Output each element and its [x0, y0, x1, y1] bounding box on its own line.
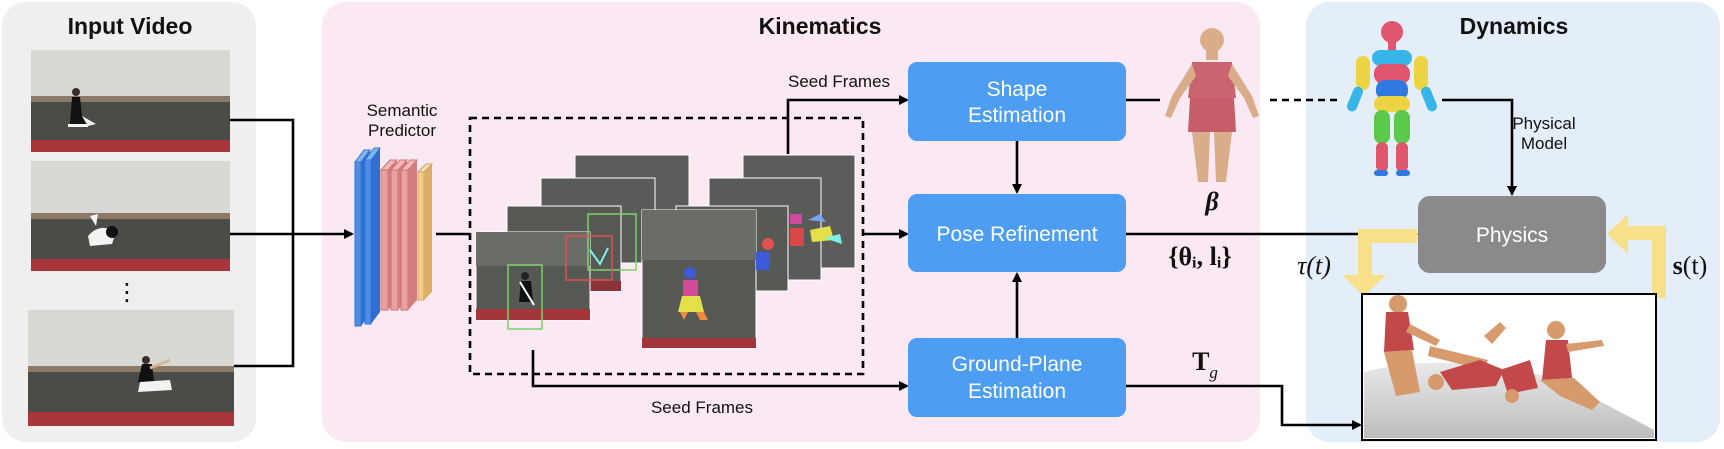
input-frame-3 — [28, 310, 234, 426]
input-video-title: Input Video — [68, 13, 193, 39]
seed-frames-top-arrow — [786, 95, 909, 154]
tg-symbol-main: T — [1192, 347, 1209, 376]
shape-estimation-block: Shape Estimation — [908, 62, 1126, 141]
pose-refinement-block: Pose Refinement — [908, 194, 1126, 272]
frame-stack-bbox — [475, 154, 690, 330]
physical-model-figure — [1347, 21, 1437, 176]
physics-label: Physics — [1476, 224, 1548, 247]
theta-l-symbol: {θᵢ, lᵢ} — [1168, 242, 1232, 271]
seed-frames-bottom-label: Seed Frames — [651, 398, 753, 417]
beta-symbol: β — [1204, 187, 1219, 216]
physical-model-label-2: Model — [1521, 134, 1567, 153]
ground-plane-label-1: Ground-Plane — [952, 353, 1083, 376]
seed-frames-top-label: Seed Frames — [788, 72, 890, 91]
tg-symbol-sub: g — [1209, 363, 1218, 382]
seed-frames-bottom-arrow — [531, 350, 909, 391]
physical-model-label-1: Physical — [1512, 114, 1575, 133]
simulation-result-image — [1361, 293, 1657, 441]
physical-model-to-physics-arrow — [1442, 98, 1517, 196]
tau-symbol: τ(t) — [1297, 251, 1331, 280]
frames-ellipsis: ⋮ — [115, 278, 139, 306]
shape-estimation-label-2: Estimation — [968, 104, 1066, 127]
frame-stack-segmentation — [641, 154, 856, 349]
pose-refinement-label: Pose Refinement — [936, 223, 1097, 246]
s-symbol-rest: (t) — [1683, 251, 1708, 280]
semantic-predictor-label-1: Semantic — [367, 101, 438, 120]
physics-block: Physics — [1418, 196, 1606, 273]
ground-plane-label-2: Estimation — [968, 380, 1066, 403]
input-frame-1 — [31, 50, 230, 152]
body-shape-figure — [1165, 28, 1259, 182]
segmented-frames-box — [468, 116, 865, 376]
tau-feedback-arrow — [1342, 229, 1417, 296]
s-symbol: s(t) — [1673, 251, 1708, 280]
s-symbol-bold: s — [1673, 251, 1683, 280]
input-merge-arrow — [230, 118, 352, 368]
ground-plane-estimation-block: Ground-Plane Estimation — [908, 338, 1126, 417]
semantic-predictor-network — [354, 147, 434, 327]
tg-symbol: Tg — [1192, 347, 1218, 382]
shape-estimation-label-1: Shape — [987, 78, 1048, 101]
input-frame-2 — [31, 161, 230, 271]
ground-to-simulation-arrow — [1126, 384, 1362, 430]
s-feedback-arrow — [1607, 214, 1666, 298]
semantic-predictor-label-2: Predictor — [368, 121, 436, 140]
kinematics-title: Kinematics — [759, 13, 882, 39]
dynamics-title: Dynamics — [1460, 13, 1569, 39]
